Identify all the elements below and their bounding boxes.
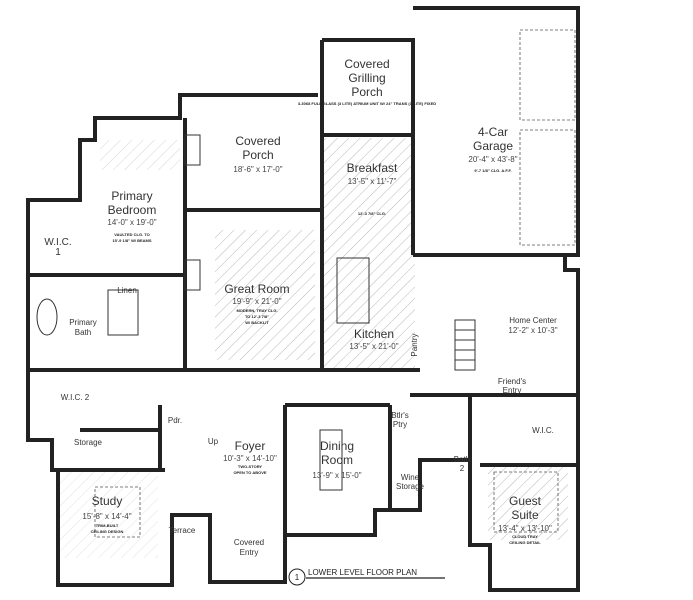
home-center-label: Home Center [509, 316, 557, 325]
covered-porch-dims: 18'-6" x 17'-0" [233, 165, 282, 174]
foyer-label: Foyer [235, 439, 266, 453]
grilling-porch-note: 3-3068 FULL GLASS (3 LITE) ATRIUM UNIT W… [298, 101, 436, 106]
terrace-label: Terrace [169, 526, 196, 535]
study-label: Study [92, 494, 123, 508]
great-room-label: Great Room [224, 282, 289, 296]
study-dims: 15'-8" x 14'-4" [82, 512, 131, 521]
plan-title: LOWER LEVEL FLOOR PLAN [308, 568, 417, 577]
guest-suite-dims: 13'-4" x 13'-10" [498, 524, 552, 533]
pantry-label: Pantry [410, 333, 419, 356]
storage-label: Storage [74, 438, 103, 447]
up-label: Up [208, 437, 219, 446]
plan-title-block: 1 LOWER LEVEL FLOOR PLAN [288, 568, 445, 586]
great-room-note: MODERN, TRAY CLG.TO 12'-3 7/8"W/ BACKLIT [236, 308, 277, 325]
hatched-floors [58, 138, 568, 558]
breakfast-label: Breakfast [347, 161, 398, 175]
breakfast-note: 12'-3 7/8" CLG. [358, 211, 386, 216]
wic1-label: W.I.C.1 [44, 237, 71, 258]
linen-label: Linen [117, 286, 137, 295]
primary-bedroom-dims: 14'-0" x 19'-0" [107, 218, 156, 227]
home-center-dims: 12'-2" x 10'-3" [508, 326, 557, 335]
kitchen-dims: 13'-5" x 21'-0" [349, 342, 398, 351]
plan-number: 1 [295, 573, 300, 582]
pdr-label: Pdr. [168, 416, 182, 425]
wic-label: W.I.C. [532, 426, 554, 435]
wic2-label: W.I.C. 2 [61, 393, 90, 402]
garage-note: 9'-7 1/8" CLG. A.F.F. [474, 168, 511, 173]
kitchen-label: Kitchen [354, 327, 394, 341]
foyer-dims: 10'-3" x 14'-10" [223, 454, 277, 463]
garage-dims: 20'-4" x 43'-8" [468, 155, 517, 164]
fixtures [36, 29, 576, 538]
great-room-dims: 19'-9" x 21'-0" [232, 297, 281, 306]
breakfast-dims: 13'-5" x 11'-7" [348, 177, 397, 186]
walls [26, 6, 580, 592]
dining-dims: 13'-9" x 15'-0" [312, 471, 361, 480]
